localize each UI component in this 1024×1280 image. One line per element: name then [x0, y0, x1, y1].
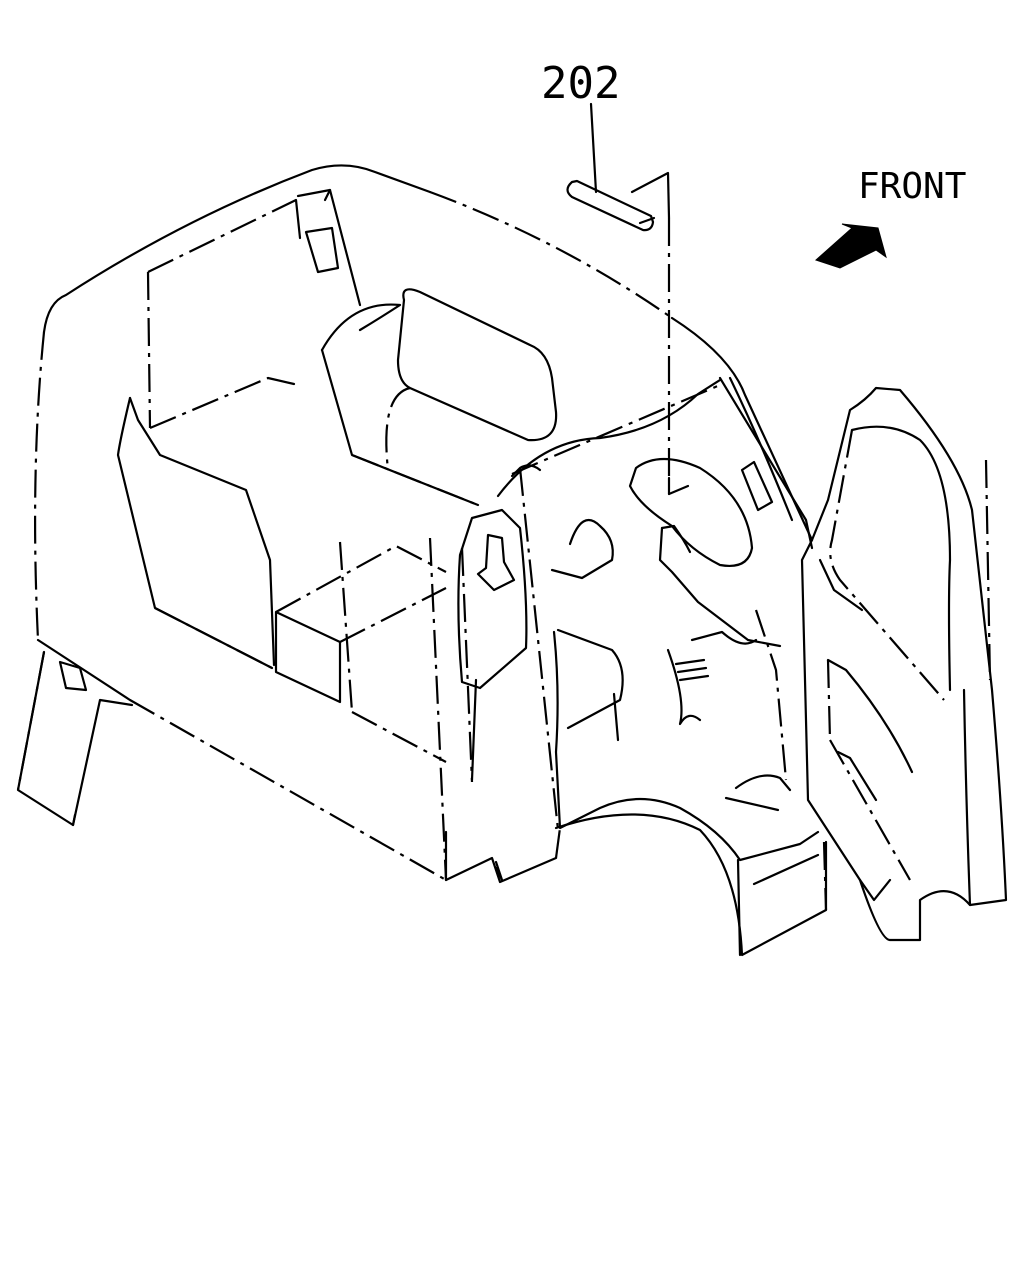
front-direction-label: FRONT — [858, 166, 966, 207]
front-direction-arrow-icon — [815, 223, 887, 269]
part-number-label[interactable]: 202 — [541, 58, 620, 109]
part-leader-line — [589, 102, 598, 194]
part-202-trim-strip[interactable] — [566, 179, 656, 232]
vehicle-cab-illustration — [16, 164, 1008, 957]
installation-guide-line — [630, 171, 690, 496]
